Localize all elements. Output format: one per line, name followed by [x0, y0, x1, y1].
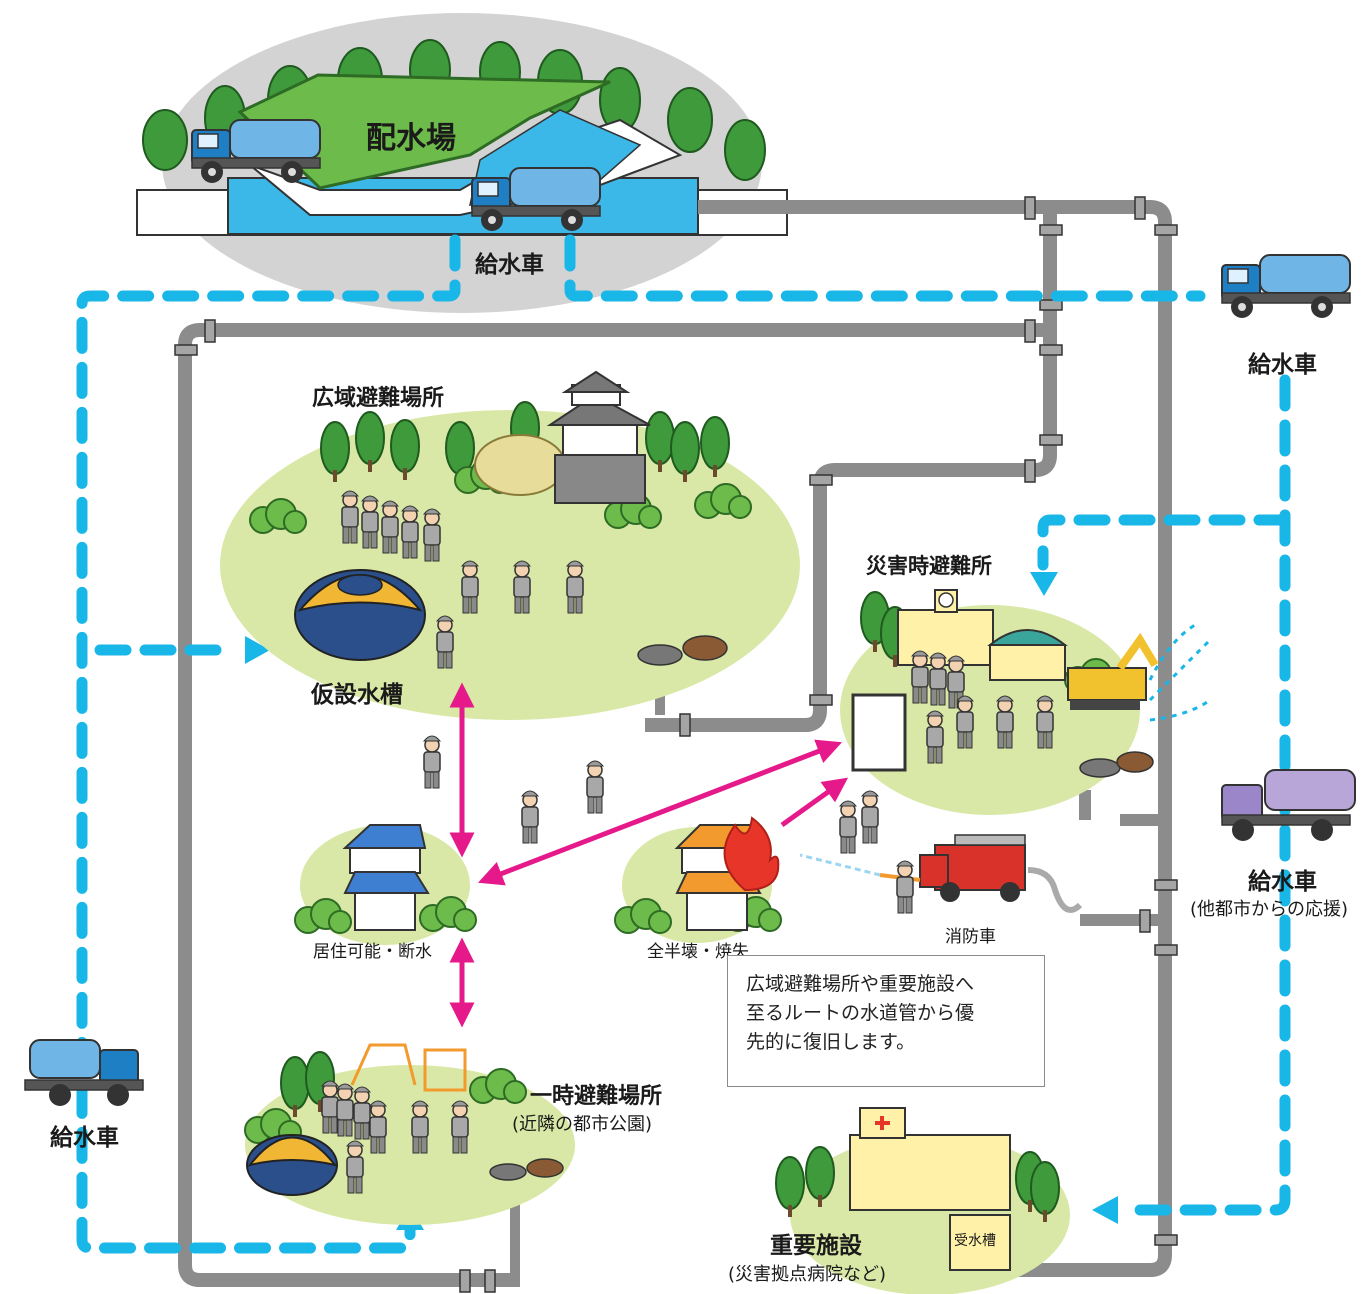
important-label: 重要施設 — [770, 1233, 862, 1259]
truck-left-label: 給水車 — [50, 1125, 119, 1151]
note-line-1: 広域避難場所や重要施設へ — [746, 973, 975, 995]
reservoir-area — [136, 13, 788, 313]
excavator — [1067, 623, 1212, 722]
restoration-note: 広域避難場所や重要施設へ 至るルートの水道管から優 先的に復旧します。 — [727, 955, 1045, 1087]
water-pipes — [178, 200, 1172, 1287]
castle — [546, 370, 651, 504]
temp-evac-label: 一時避難場所 — [530, 1084, 663, 1109]
park-scene — [244, 1043, 564, 1196]
temp-evac-sub: (近隣の都市公園) — [512, 1114, 653, 1135]
important-sub: (災害拠点病院など) — [728, 1264, 887, 1285]
temp-tank-label: 仮設水槽 — [311, 682, 403, 708]
reservoir-label: 配水場 — [366, 121, 456, 156]
disaster-evac-label: 災害時避難所 — [866, 554, 992, 578]
supply-truck-routes — [76, 234, 1291, 1254]
wide-evac-label: 広域避難場所 — [312, 386, 445, 411]
wide-evac-scene — [249, 370, 752, 669]
truck-right — [1221, 254, 1351, 319]
house-ok-label: 居住可能・断水 — [313, 942, 432, 962]
receiving-tank-label: 受水槽 — [954, 1233, 996, 1249]
truck-right-label: 給水車 — [1248, 352, 1317, 378]
truck-purple — [1221, 769, 1356, 841]
truck-right2-label: 給水車 — [1248, 869, 1317, 895]
truck-left — [24, 1039, 144, 1106]
truck-top-label: 給水車 — [475, 252, 544, 278]
house-ok — [294, 824, 477, 934]
house-destroyed-label: 全半壊・焼失 — [647, 942, 749, 962]
evacuation-arrows — [449, 682, 849, 1028]
school-scene — [851, 589, 1154, 778]
fire-truck-scene — [799, 834, 1083, 914]
fire-truck-label: 消防車 — [945, 927, 996, 947]
truck-right2-sub: (他都市からの応援) — [1190, 899, 1349, 920]
pipe-joints — [174, 196, 1178, 1293]
note-line-2: 至るルートの水道管から優 — [746, 1002, 975, 1024]
hospital-scene — [775, 1107, 1060, 1271]
temp-tank-big — [294, 569, 426, 661]
note-line-3: 先的に復旧します。 — [746, 1031, 916, 1053]
